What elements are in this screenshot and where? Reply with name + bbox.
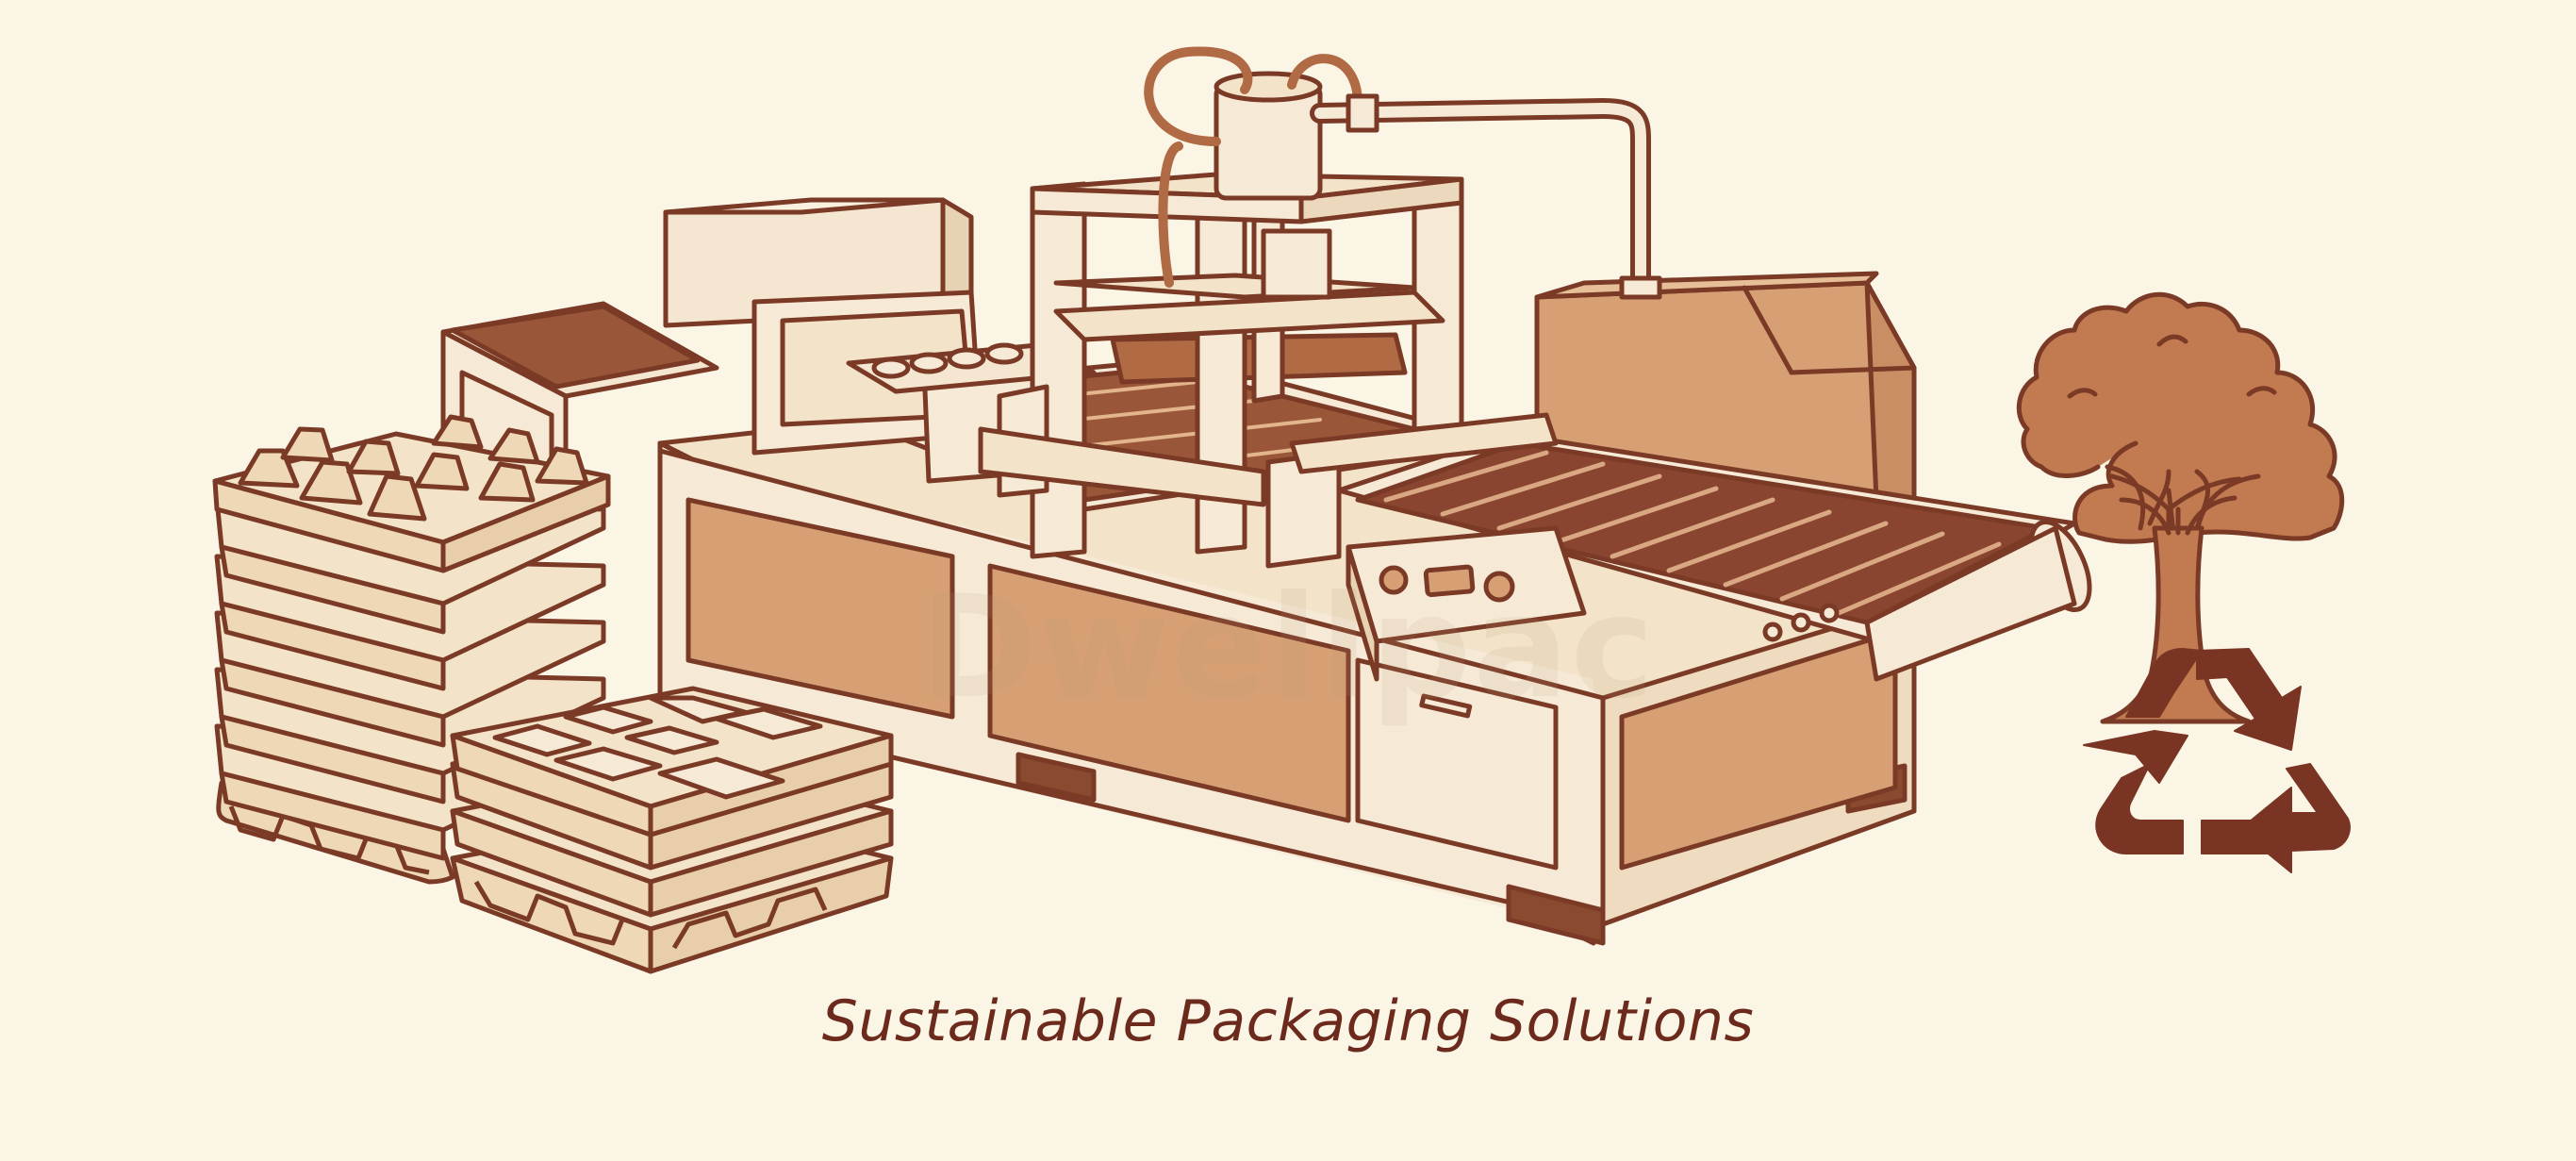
dial-knob-icon: [1483, 571, 1515, 603]
end-panel: [1619, 629, 1898, 871]
food-tray-top: [450, 686, 894, 838]
recycle-icon: [2083, 648, 2351, 873]
molded-pulp-food-tray-stack-icon: [450, 686, 894, 974]
molded-pulp-egg-tray-stack-icon: [212, 414, 611, 885]
front-panel-middle: [987, 563, 1351, 823]
outfeed-conveyor: [1336, 431, 2092, 682]
control-panel: [1346, 525, 1587, 682]
tree-icon: [2016, 291, 2345, 724]
dial-knob-icon: [1379, 565, 1409, 595]
egg-tray-top: [212, 414, 611, 573]
packaging-machine-icon: [440, 46, 2092, 946]
machine-base: [657, 374, 1917, 946]
front-panel-door: [1355, 657, 1559, 871]
press-unit: [751, 46, 1662, 569]
display-screen: [1423, 564, 1476, 598]
watermark: Dwellpac: [919, 566, 1657, 730]
caption-title: Sustainable Packaging Solutions: [821, 988, 1755, 1054]
front-panel-left: [685, 497, 955, 720]
